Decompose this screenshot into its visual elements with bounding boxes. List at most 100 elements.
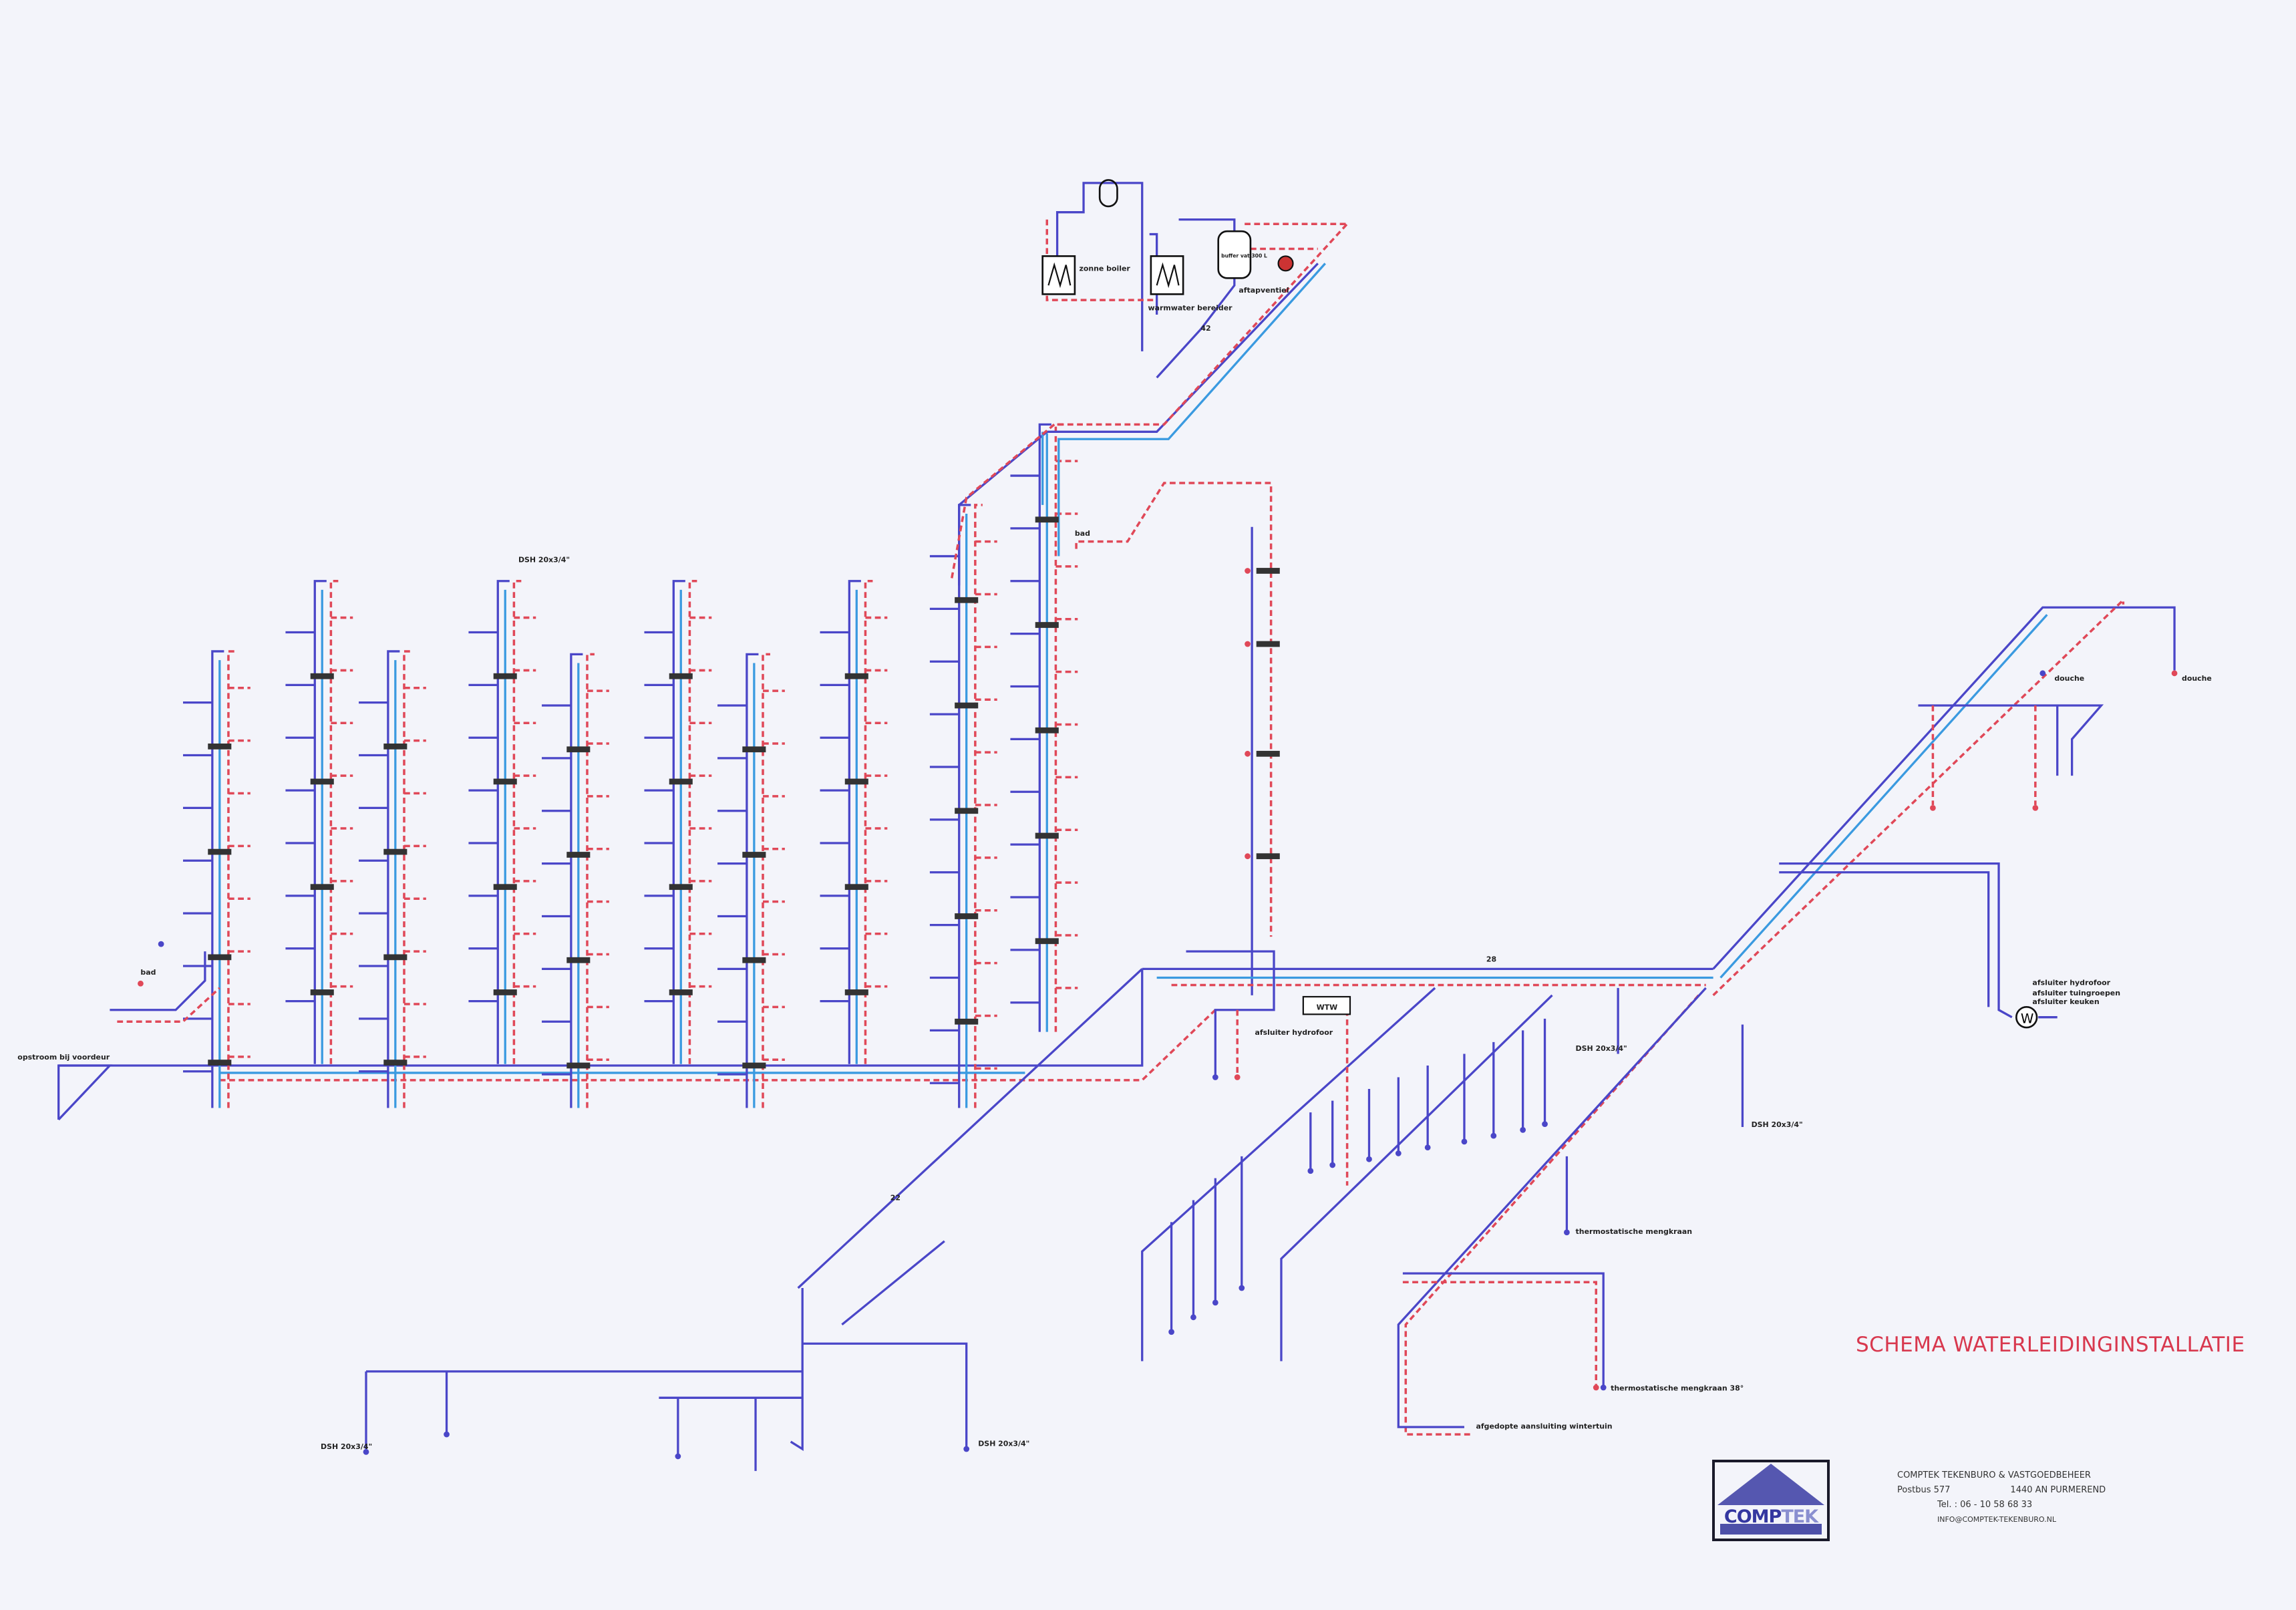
pipe-size-label: 28	[1486, 955, 1496, 963]
floor-passage-marker	[669, 989, 693, 995]
logo-bar	[1720, 1524, 1822, 1535]
entry-pipe	[57, 1064, 113, 1121]
tap-point-cold	[363, 1449, 369, 1455]
boiler-cold-loop	[1055, 182, 1144, 351]
tap-point-hot	[1245, 853, 1251, 860]
floor-passage-marker	[493, 884, 517, 891]
label-aftapventiel: aftapventiel	[1239, 286, 1289, 295]
floor-passage-marker	[742, 852, 766, 858]
floor-passage-marker	[1256, 641, 1280, 647]
floor-passage-marker	[1035, 727, 1059, 734]
shower-supply-cold	[1712, 606, 2176, 970]
riser-cold-4	[570, 653, 583, 1108]
company-postbus: Postbus 577	[1897, 1485, 1951, 1495]
tap-point-cold	[158, 941, 164, 947]
label-buffer-vat: buffer vat 300 L	[1221, 253, 1267, 259]
floor-passage-marker	[566, 957, 591, 963]
floor-passage-marker	[669, 778, 693, 785]
floor-passage-marker	[493, 989, 517, 995]
floor-passage-marker	[493, 778, 517, 785]
tap-point-hot	[1245, 568, 1251, 574]
tap-point-hot	[2032, 805, 2039, 811]
floor-passage-marker	[310, 673, 334, 679]
floor-passage-marker	[208, 1060, 232, 1066]
circulation-to-boiler	[1057, 263, 1326, 556]
floor-passage-marker	[742, 1062, 766, 1069]
tap-point-cold	[1395, 1150, 1402, 1156]
floor-passage-marker	[208, 848, 232, 855]
tap-point-cold	[1366, 1156, 1372, 1162]
label-hydrofoor: afsluiter hydrofoor	[1255, 1028, 1333, 1037]
floor-passage-marker	[955, 808, 979, 814]
floor-passage-marker	[669, 673, 693, 679]
logo-roof	[1717, 1464, 1824, 1505]
logo-text-light: TEK	[1781, 1506, 1818, 1527]
floor-passage-marker	[383, 743, 407, 750]
tap-point-cold	[1542, 1121, 1548, 1127]
label-bad: bad	[140, 968, 156, 977]
tap-point-hot	[1245, 750, 1251, 757]
floor-passage-marker	[844, 884, 868, 891]
label-thermo-mengkraan: thermostatische mengkraan	[1576, 1227, 1693, 1236]
floor-passage-marker	[208, 954, 232, 961]
company-name: COMPTEK TEKENBURO & VASTGOEDBEHEER	[1897, 1470, 2091, 1480]
label-thermo-mengkraan-38: thermostatische mengkraan 38°	[1611, 1384, 1744, 1392]
central-branch	[1186, 950, 1275, 1076]
bottom-branch-right	[802, 1342, 968, 1449]
floor-passage-marker	[844, 778, 868, 785]
tap-point-cold	[1239, 1285, 1245, 1291]
drawing-title: SCHEMA WATERLEIDINGINSTALLATIE	[1856, 1333, 2245, 1357]
tap-point-cold	[1520, 1127, 1526, 1133]
mengkraan-38-hot	[1402, 1281, 1597, 1388]
riser-cold-0	[211, 650, 224, 1108]
bottom-riser	[790, 1288, 804, 1451]
meter-branch	[1779, 862, 2013, 1019]
tap-point-hot	[1234, 1074, 1241, 1080]
tap-point-cold	[444, 1431, 450, 1438]
label-dsh: DSH 20x3/4"	[1576, 1044, 1627, 1053]
floor-passage-marker	[1035, 516, 1059, 523]
tap-point-cold	[1329, 1162, 1336, 1168]
tap-point-cold	[1461, 1138, 1468, 1145]
pipe-network	[57, 182, 2176, 1471]
heat-exchanger-right	[1150, 255, 1184, 295]
label-dsh: DSH 20x3/4"	[1752, 1120, 1803, 1129]
riser-cold-2	[387, 650, 400, 1108]
floor-passage-marker	[1256, 750, 1280, 757]
tap-point-cold	[1600, 1384, 1607, 1391]
label-afsluiter-tuingroepen: afsluiter tuingroepen	[2032, 989, 2120, 997]
riser-hot-4	[586, 653, 595, 1108]
label-bad: bad	[1075, 529, 1090, 538]
riser-cold-5	[672, 580, 685, 1064]
riser-hot-1	[329, 580, 339, 1064]
logo-wordmark: COMPTEK	[1719, 1506, 1823, 1527]
label-warmwater-bereider: warmwater bereider	[1148, 303, 1233, 312]
tap-point-cold	[1168, 1329, 1174, 1335]
floor-passage-marker	[955, 1018, 979, 1025]
pipe-size-label: 22	[890, 1194, 900, 1202]
company-phone: Tel. : 06 - 10 58 68 33	[1937, 1500, 2033, 1510]
floor-passage-marker	[844, 673, 868, 679]
tap-point-hot	[138, 980, 144, 987]
floor-passage-marker	[844, 989, 868, 995]
riser-hot-8	[974, 504, 983, 1108]
riser-cold-6	[746, 653, 759, 1108]
riser-hot-3	[512, 580, 522, 1064]
label-dsh: DSH 20x3/4"	[978, 1440, 1029, 1448]
floor-passage-marker	[742, 746, 766, 753]
tap-point-cold	[1212, 1074, 1218, 1080]
tap-point-cold	[1212, 1299, 1218, 1306]
meter-branch-2	[1779, 871, 1990, 1007]
bath-branch-hot	[117, 987, 220, 1023]
riser-hot-6	[762, 653, 770, 1108]
shower-point	[2039, 670, 2046, 677]
label-douche: douche	[2054, 674, 2084, 683]
floor-passage-marker	[1035, 622, 1059, 628]
shower-circulation	[1719, 614, 2048, 979]
tap-point-hot	[1245, 641, 1251, 647]
floor-passage-marker	[1035, 832, 1059, 839]
meter-symbol: W	[2021, 1011, 2034, 1026]
riser-cold-1	[313, 580, 327, 1064]
floor-passage-marker	[310, 884, 334, 891]
riser-cold-7	[848, 580, 861, 1064]
